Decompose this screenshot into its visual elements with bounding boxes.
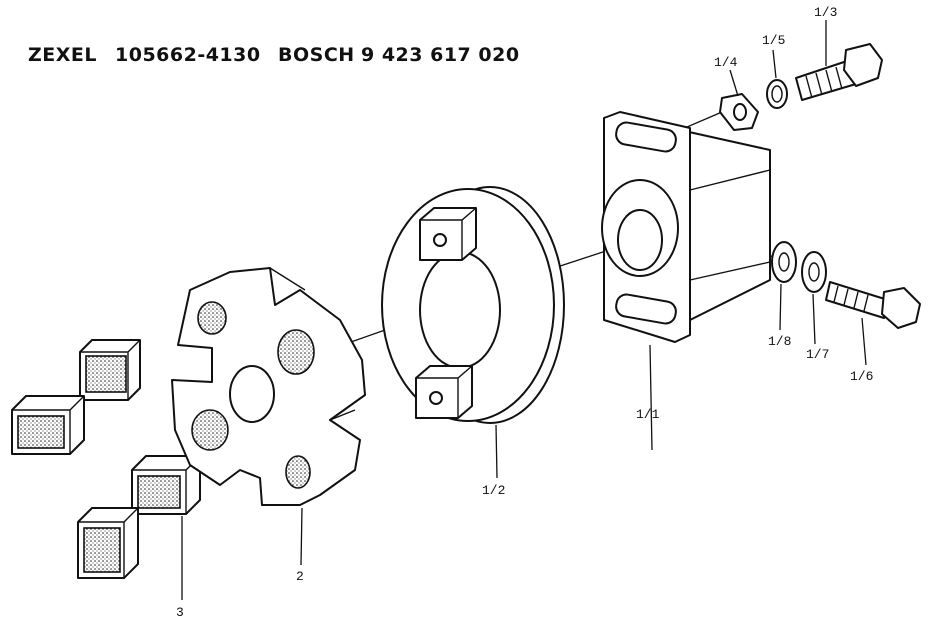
zexel-part-number: 105662-4130 [115,44,261,66]
rubber-blocks-part-3 [11,339,201,579]
washer-part-1-4 [719,93,759,131]
callout-1-6: 1/6 [850,369,873,384]
callout-2: 2 [296,569,304,584]
washer-part-1-8 [771,241,797,283]
bolt-part-1-6 [825,281,921,329]
coupling-flange-part-1-2 [381,186,565,424]
leader-lines [181,20,867,600]
callout-1-1: 1/1 [636,407,660,422]
bosch-part-number: 9 423 617 020 [361,44,520,66]
callout-1-2: 1/2 [482,483,505,498]
bolt-part-1-3 [795,43,883,101]
spring-washer-part-1-5 [766,79,788,109]
washer-part-1-7 [801,251,827,293]
drive-hub-part-1-1 [601,111,771,343]
callout-1-7: 1/7 [806,347,829,362]
callout-3: 3 [176,605,184,620]
callout-1-3: 1/3 [814,5,837,20]
brand-zexel: ZEXEL [28,44,97,66]
brand-bosch: BOSCH [278,44,355,66]
callout-1-8: 1/8 [768,334,791,349]
callout-1-5: 1/5 [762,33,785,48]
callout-1-4: 1/4 [714,55,738,70]
coupling-spider-part-2 [171,267,366,506]
